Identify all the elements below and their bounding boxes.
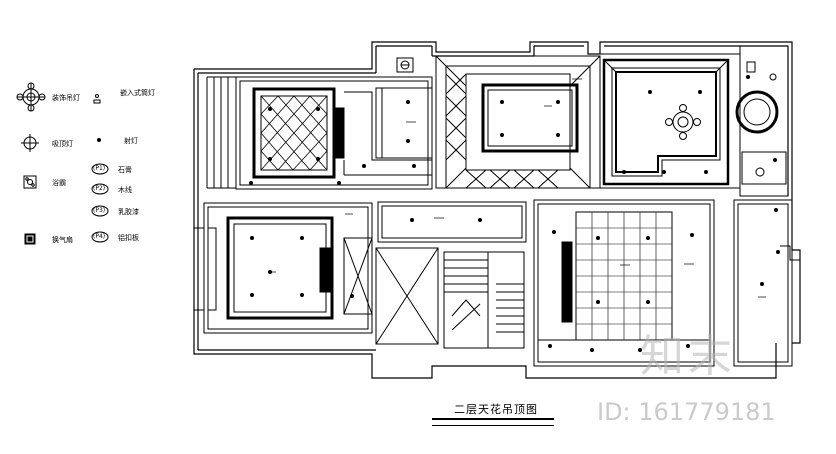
title-underline-thick (432, 418, 554, 420)
corridor (377, 201, 527, 243)
watermark-id: ID: 161779181 (597, 398, 776, 426)
room-top-middle (435, 55, 601, 189)
diamond-lattice (260, 95, 328, 171)
chandelier-icon (16, 82, 46, 112)
material-label-p1: 石膏 (118, 166, 132, 174)
exhaust-fan-icon (24, 233, 36, 245)
legend-label-downlight: 嵌入式筒灯 (120, 89, 155, 97)
room-top-left (206, 57, 433, 190)
legend-label-exhaust-fan: 换气扇 (52, 236, 73, 244)
room-balcony-round (735, 45, 789, 197)
heater-icon (23, 175, 37, 189)
material-code-p4: (P4) (93, 233, 106, 240)
chandelier-fixture (665, 104, 701, 140)
legend-symbols (16, 82, 109, 245)
material-label-p4: 铝扣板 (118, 234, 139, 242)
ceiling-light-icon (21, 134, 39, 152)
downlight-icon (93, 94, 101, 104)
title-underline-thin (432, 425, 554, 426)
material-label-p3: 乳胶漆 (118, 208, 139, 216)
room-top-right (600, 53, 741, 189)
legend-label-spotlight: 射灯 (124, 137, 138, 145)
drawing-title: 二层天花吊顶图 (454, 403, 538, 416)
room-far-right (733, 199, 800, 367)
stairwell (375, 247, 525, 349)
material-label-p2: 木线 (118, 186, 132, 194)
legend-label-ceiling-light: 吸顶灯 (52, 140, 73, 148)
material-code-p1: (P1) (93, 165, 106, 172)
legend-label-heater: 浴霸 (52, 179, 66, 187)
legend-label-chandelier: 装饰吊灯 (52, 94, 80, 102)
room-mid-right-tiled (533, 199, 715, 367)
outer-walls (193, 41, 801, 379)
material-code-p2: (P2) (93, 185, 106, 192)
room-mid-left (194, 202, 373, 334)
spotlight-icon (97, 138, 101, 142)
material-code-icons (91, 163, 109, 243)
annotation-ticks (268, 78, 766, 298)
watermark-logo: 知末 (640, 331, 736, 382)
material-code-p3: (P3) (93, 207, 106, 214)
